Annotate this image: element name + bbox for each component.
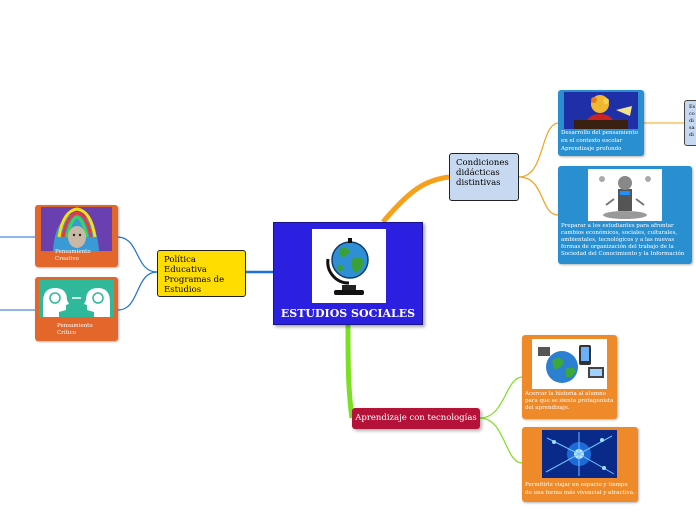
central-topic[interactable]: ESTUDIOS SOCIALES: [273, 222, 423, 325]
card-line: Permitirle viajar en espacio y tiempo: [525, 482, 628, 488]
link-bottom-child1: [479, 376, 523, 419]
cut-off-node[interactable]: Es co di sa di: [684, 100, 696, 146]
topic-politica-educativa[interactable]: Política Educativa Programas de Estudios: [157, 250, 246, 297]
link-left-critical: [117, 271, 158, 311]
topic-line: Programas de: [164, 275, 225, 285]
card-line: Sociedad del Conocimiento y la Informaci…: [561, 251, 685, 257]
card-line: formas de organización del trabajo de la: [561, 244, 674, 250]
cut-line: Es: [689, 104, 696, 110]
card-pensamiento-creativo[interactable]: Pensamiento Creativo: [35, 205, 118, 267]
topic-line: Política Educativa: [164, 255, 207, 275]
card-line: ambientales, tecnológicos y a las nuevas: [561, 237, 675, 243]
card-viajar-espacio-tiempo[interactable]: Permitirle viajar en espacio y tiempo de…: [522, 427, 638, 502]
cut-line: di: [689, 132, 694, 138]
card-line: Desarrollo del pensamiento: [561, 130, 638, 136]
link-central-top: [381, 174, 450, 224]
card-label: Pensamiento Creativo: [55, 249, 91, 262]
card-line: Preparar a los estudiantes para afrontar: [561, 223, 674, 229]
link-left-creative: [117, 236, 158, 273]
creative-head-icon: [41, 207, 112, 251]
link-top-child1: [518, 122, 559, 178]
link-bottom-child2: [479, 417, 523, 464]
topic-line: distintivas: [456, 178, 501, 188]
topic-aprendizaje-tecnologias[interactable]: Aprendizaje con tecnologías: [352, 408, 480, 429]
card-line: Acercar la historia al alumno: [525, 391, 606, 397]
topic-line: Estudios: [164, 285, 202, 295]
card-acercar-historia[interactable]: Acercar la historia al alumno para que s…: [522, 335, 617, 419]
cut-line: sa: [689, 125, 695, 131]
card-line: en el contexto escolar: [561, 138, 623, 144]
card-line: del aprendizaje.: [525, 405, 570, 411]
globe-icon: [312, 229, 386, 303]
tech-figure-icon: [588, 169, 662, 221]
card-line: cambios económicos, sociales, culturales…: [561, 230, 678, 236]
card-line: Aprendizaje profundo: [561, 146, 622, 152]
earth-devices-icon: [532, 339, 607, 389]
blue-network-icon: [542, 430, 617, 478]
topic-line: didácticas: [456, 168, 500, 178]
card-line: para que se sienta protagonista: [525, 398, 614, 404]
two-heads-icon: [39, 280, 114, 317]
card-label: Pensamiento Crítico: [57, 323, 93, 336]
card-desarrollo-pensamiento[interactable]: Desarrollo del pensamiento en el context…: [558, 90, 644, 156]
card-line: de una forma más vivencial y atractiva.: [525, 490, 635, 496]
link-top-child2: [518, 176, 559, 216]
cut-line: co: [689, 111, 695, 117]
thinking-student-icon: [564, 92, 638, 129]
card-preparar-estudiantes[interactable]: Preparar a los estudiantes para afrontar…: [558, 166, 692, 264]
topic-line: Condiciones: [456, 158, 509, 168]
topic-condiciones-didacticas[interactable]: Condiciones didácticas distintivas: [449, 153, 519, 201]
link-central-bottom: [345, 324, 355, 419]
central-label: ESTUDIOS SOCIALES: [280, 307, 416, 320]
cut-line: di: [689, 118, 694, 124]
card-pensamiento-critico[interactable]: Pensamiento Crítico: [35, 277, 118, 341]
